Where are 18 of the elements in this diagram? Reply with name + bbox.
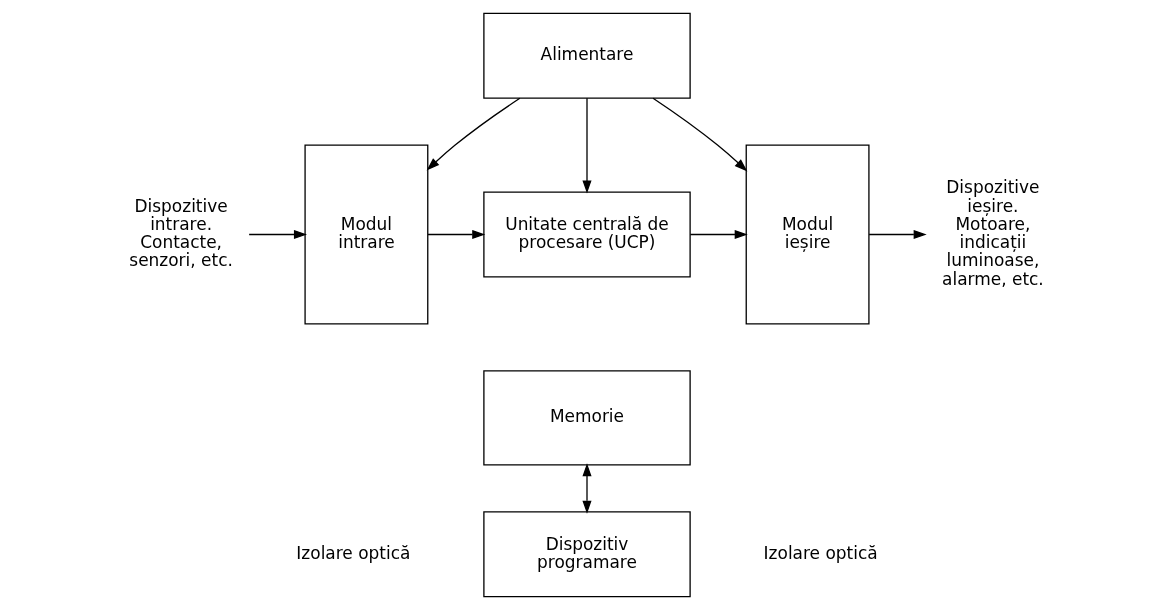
node-text: Dispozitive ieșire. Motoare, indicații luminoase, alarme, etc. <box>941 177 1044 289</box>
arrow <box>426 97 520 171</box>
arrow <box>581 463 592 514</box>
label: Izolare optică <box>295 542 410 563</box>
arrow <box>426 229 485 240</box>
arrow <box>651 97 747 172</box>
node-box: Dispozitiv programare <box>482 511 691 598</box>
arrow <box>867 229 927 240</box>
arrow <box>689 229 748 240</box>
node-box: Alimentare <box>482 12 691 99</box>
node-box: Modul intrare <box>303 144 428 325</box>
node-box: Memorie <box>482 370 691 466</box>
node-text: Dispozitive intrare. Contacte, senzori, etc. <box>128 195 233 271</box>
arrow <box>581 97 592 194</box>
node-box: Modul ieșire <box>745 144 870 325</box>
node-box: Unitate centrală de procesare (UCP) <box>482 191 691 278</box>
label: Izolare optică <box>763 542 878 563</box>
arrow <box>248 229 307 240</box>
